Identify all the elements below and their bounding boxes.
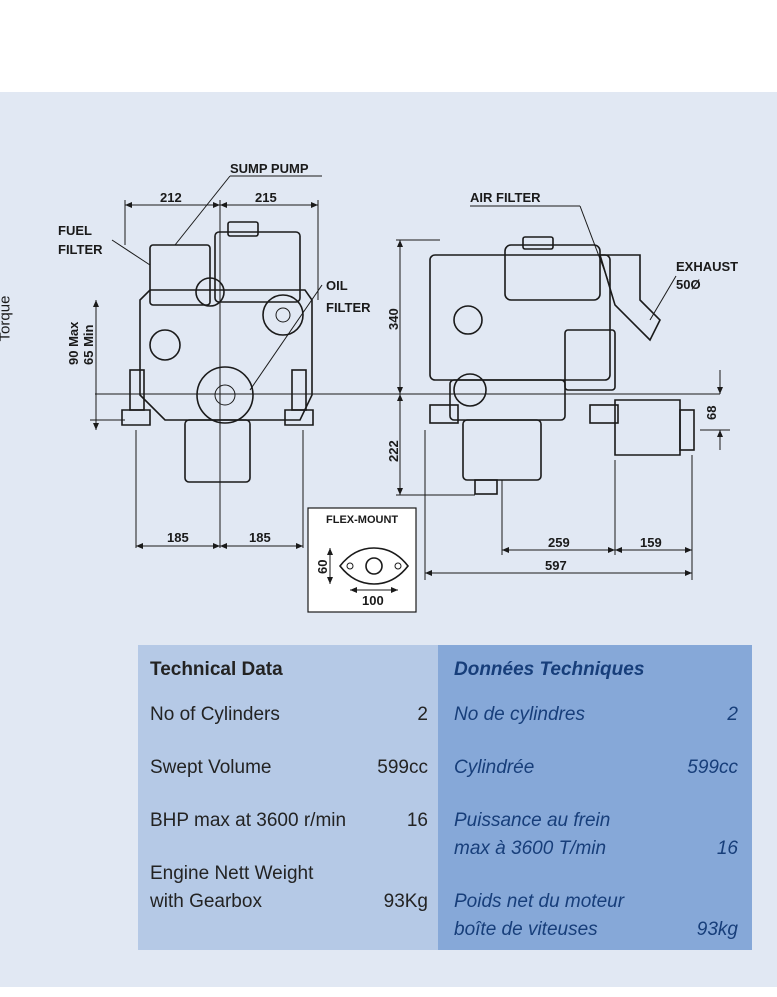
spec-label: No de cylindres xyxy=(454,704,585,725)
dim-215: 215 xyxy=(255,190,277,205)
spec-value: 599cc xyxy=(687,757,738,778)
spec-row: Puissance au frein max à 3600 T/min 16 xyxy=(454,807,738,863)
label-exhaust-1: EXHAUST xyxy=(676,259,738,274)
spec-label: BHP max at 3600 r/min xyxy=(150,810,347,831)
spec-value: 16 xyxy=(716,838,738,859)
dim-60: 60 xyxy=(315,560,330,574)
dim-90-max: 90 Max xyxy=(66,321,81,365)
spec-row: BHP max at 3600 r/min 16 xyxy=(150,807,428,835)
technical-data-en: Technical Data No of Cylinders 2 Swept V… xyxy=(138,645,438,950)
dim-68: 68 xyxy=(704,406,719,420)
spec-row: Engine Nett Weight with Gearbox 93Kg xyxy=(150,860,428,916)
dim-185-right: 185 xyxy=(249,530,271,545)
technical-data-title-en: Technical Data xyxy=(150,659,283,680)
dim-185-left: 185 xyxy=(167,530,189,545)
flex-mount-inset: FLEX-MOUNT 60 100 xyxy=(307,507,417,613)
technical-data-fr: Données Techniques No de cylindres 2 Cyl… xyxy=(438,645,752,950)
technical-data-tables: Technical Data No of Cylinders 2 Swept V… xyxy=(138,645,752,950)
spec-label: No of Cylinders xyxy=(150,704,280,725)
label-air-filter: AIR FILTER xyxy=(470,190,541,205)
dim-222: 222 xyxy=(386,440,401,462)
spec-value: 2 xyxy=(417,704,428,725)
dim-65-min: 65 Min xyxy=(81,324,96,365)
dim-259: 259 xyxy=(548,535,570,550)
spec-value: 16 xyxy=(406,810,428,831)
spec-label: Engine Nett Weight with Gearbox xyxy=(150,863,314,912)
dim-100: 100 xyxy=(362,593,384,608)
label-fuel-filter-1: FUEL xyxy=(58,223,92,238)
label-flex-mount: FLEX-MOUNT xyxy=(326,514,398,526)
dim-597: 597 xyxy=(545,558,567,573)
spec-label: Poids net du moteur boîte de viteuses xyxy=(454,891,625,940)
label-oil-filter-1: OIL xyxy=(326,278,348,293)
spec-value: 93Kg xyxy=(383,891,428,912)
technical-data-title-fr: Données Techniques xyxy=(454,659,645,680)
dim-340: 340 xyxy=(386,308,401,330)
label-sump-pump: SUMP PUMP xyxy=(230,161,309,176)
spec-label: Cylindrée xyxy=(454,757,535,778)
spec-value: 2 xyxy=(727,704,738,725)
spec-label: Swept Volume xyxy=(150,757,272,778)
spec-row: Poids net du moteur boîte de viteuses 93… xyxy=(454,888,738,944)
dim-159: 159 xyxy=(640,535,662,550)
spec-row: No de cylindres 2 xyxy=(454,701,738,729)
spec-value: 93kg xyxy=(696,919,738,940)
spec-row: No of Cylinders 2 xyxy=(150,701,428,729)
spec-label: Puissance au frein max à 3600 T/min xyxy=(454,810,611,859)
dim-212: 212 xyxy=(160,190,182,205)
spec-row: Swept Volume 599cc xyxy=(150,754,428,782)
front-view: 212 215 185 185 90 Max 65 Min SUMP PUMP … xyxy=(58,161,720,549)
label-exhaust-2: 50Ø xyxy=(676,277,701,292)
label-fuel-filter-2: FILTER xyxy=(58,242,103,257)
spec-row: Cylindrée 599cc xyxy=(454,754,738,782)
label-oil-filter-2: FILTER xyxy=(326,300,371,315)
spec-value: 599cc xyxy=(377,757,428,778)
side-view: 340 222 259 159 597 68 AIR FILTER EXHAUS… xyxy=(386,190,738,580)
